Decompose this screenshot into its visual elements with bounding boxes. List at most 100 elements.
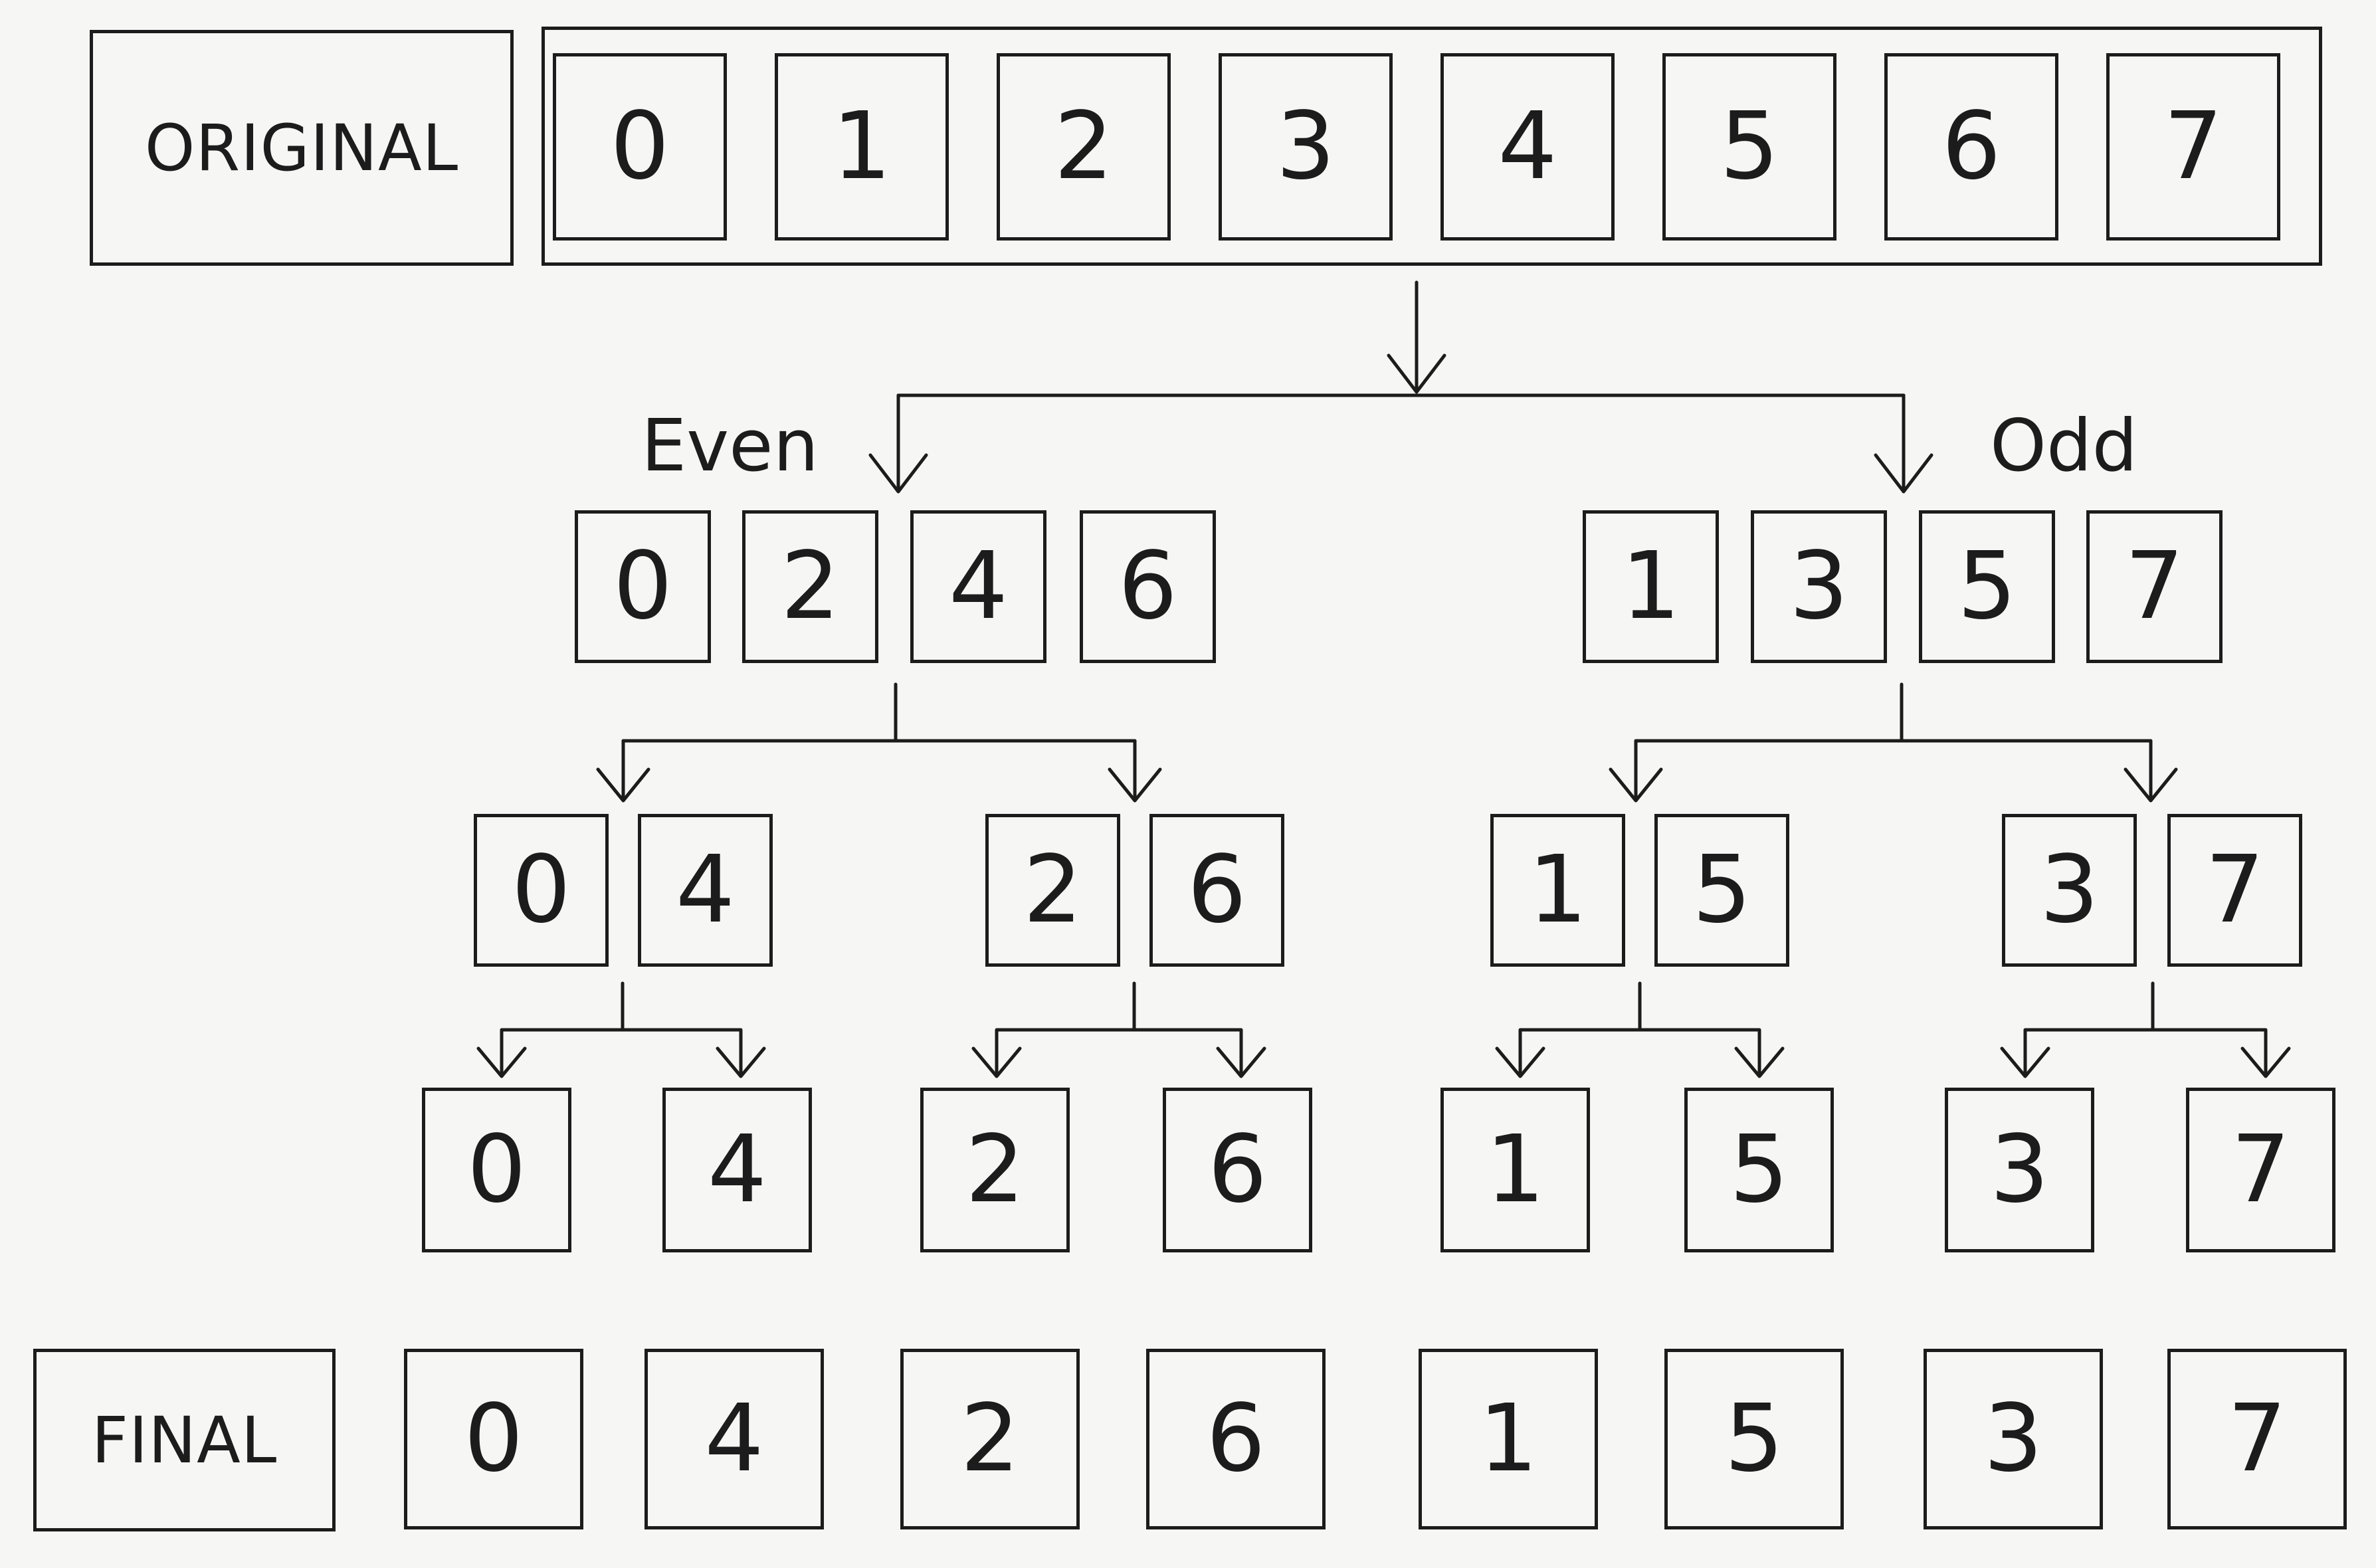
odd-cell: 5 xyxy=(1919,510,2055,663)
level3-cell-value: 3 xyxy=(1989,1116,2050,1224)
level2-cell-value: 7 xyxy=(2205,836,2265,944)
level2-cell: 5 xyxy=(1654,814,1789,967)
level3-cell: 5 xyxy=(1684,1088,1834,1252)
even-cell-value: 0 xyxy=(613,532,673,640)
odd-cell: 7 xyxy=(2086,510,2223,663)
level3-cell-value: 0 xyxy=(466,1116,527,1224)
final-cell: 5 xyxy=(1664,1349,1844,1529)
even-cell: 6 xyxy=(1080,510,1216,663)
level3-cell: 0 xyxy=(422,1088,571,1252)
original-label: ORIGINAL xyxy=(144,110,459,185)
even-cell: 2 xyxy=(742,510,878,663)
final-cell-value: 3 xyxy=(1983,1385,2043,1493)
odd-cell-value: 7 xyxy=(2124,532,2185,640)
level2-cell-value: 6 xyxy=(1187,836,1247,944)
level2-cell: 3 xyxy=(2002,814,2137,967)
final-cell: 3 xyxy=(1924,1349,2103,1529)
even-cell-value: 4 xyxy=(948,532,1009,640)
level2-cell-value: 0 xyxy=(511,836,571,944)
odd-cell-value: 3 xyxy=(1789,532,1849,640)
original-cell: 1 xyxy=(775,53,949,241)
final-label-box: FINAL xyxy=(33,1349,336,1531)
odd-cell-value: 5 xyxy=(1957,532,2017,640)
level2-cell: 0 xyxy=(474,814,609,967)
even-arrow xyxy=(868,393,928,494)
original-cell-value: 5 xyxy=(1720,92,1779,201)
even-label: Even xyxy=(641,405,819,488)
level3-cell-value: 5 xyxy=(1729,1116,1789,1224)
final-cell-value: 1 xyxy=(1478,1385,1538,1493)
level3-cell-value: 2 xyxy=(965,1116,1025,1224)
odd-arrow xyxy=(1874,393,1933,494)
final-cell: 6 xyxy=(1146,1349,1326,1529)
even-cell: 4 xyxy=(910,510,1046,663)
level2-cell-value: 5 xyxy=(1692,836,1752,944)
level2-cell-value: 1 xyxy=(1528,836,1588,944)
level3-cell-value: 6 xyxy=(1207,1116,1268,1224)
even-cell-value: 2 xyxy=(780,532,841,640)
pair26-branch xyxy=(971,1028,1266,1078)
level3-cell-value: 4 xyxy=(707,1116,767,1224)
original-cell: 5 xyxy=(1662,53,1836,241)
original-cell: 6 xyxy=(1884,53,2058,241)
final-cell: 1 xyxy=(1419,1349,1598,1529)
level3-cell: 1 xyxy=(1440,1088,1590,1252)
pair15-branch xyxy=(1495,1028,1785,1078)
level2-cell-value: 2 xyxy=(1023,836,1083,944)
odd-label: Odd xyxy=(1990,405,2138,488)
pair37-branch xyxy=(2000,1028,2291,1078)
original-label-box: ORIGINAL xyxy=(90,30,514,266)
even-cell: 0 xyxy=(575,510,711,663)
original-cell-value: 7 xyxy=(2163,92,2223,201)
final-cell: 2 xyxy=(900,1349,1080,1529)
level3-cell: 7 xyxy=(2186,1088,2335,1252)
final-cell-value: 2 xyxy=(960,1385,1020,1493)
even-cell-value: 6 xyxy=(1118,532,1178,640)
original-cell-value: 4 xyxy=(1498,92,1557,201)
pair04-branch xyxy=(476,1028,766,1078)
original-cell-value: 6 xyxy=(1941,92,2001,201)
odd-left-arrow xyxy=(1609,739,1663,803)
original-cell: 2 xyxy=(997,53,1171,241)
final-label: FINAL xyxy=(91,1403,278,1478)
level3-cell: 4 xyxy=(662,1088,812,1252)
original-cell-value: 3 xyxy=(1276,92,1336,201)
odd-cell: 3 xyxy=(1751,510,1887,663)
final-cell: 4 xyxy=(644,1349,824,1529)
final-cell: 7 xyxy=(2167,1349,2347,1529)
final-cell: 0 xyxy=(404,1349,583,1529)
final-cell-value: 0 xyxy=(464,1385,524,1493)
level2-cell: 2 xyxy=(985,814,1120,967)
odd-cell: 1 xyxy=(1583,510,1719,663)
original-cell-value: 2 xyxy=(1054,92,1114,201)
odd-right-arrow xyxy=(2124,739,2178,803)
level2-cell: 4 xyxy=(638,814,773,967)
original-cell: 3 xyxy=(1219,53,1393,241)
original-array-frame xyxy=(542,27,2322,266)
original-cell-value: 0 xyxy=(610,92,670,201)
final-cell-value: 6 xyxy=(1206,1385,1266,1493)
level3-cell: 3 xyxy=(1945,1088,2094,1252)
original-cell: 0 xyxy=(553,53,727,241)
level3-cell-value: 1 xyxy=(1485,1116,1545,1224)
level3-cell: 6 xyxy=(1163,1088,1312,1252)
final-cell-value: 4 xyxy=(704,1385,764,1493)
level3-cell: 2 xyxy=(920,1088,1070,1252)
level2-cell: 7 xyxy=(2167,814,2302,967)
even-right-arrow xyxy=(1108,739,1162,803)
original-down-arrow xyxy=(1387,280,1446,394)
odd-cell-value: 1 xyxy=(1621,532,1681,640)
level2-cell: 1 xyxy=(1490,814,1625,967)
even-left-arrow xyxy=(596,739,650,803)
final-cell-value: 7 xyxy=(2227,1385,2287,1493)
original-cell: 4 xyxy=(1440,53,1615,241)
level2-cell: 6 xyxy=(1149,814,1284,967)
final-cell-value: 5 xyxy=(1724,1385,1784,1493)
original-cell-value: 1 xyxy=(832,92,892,201)
original-cell: 7 xyxy=(2106,53,2280,241)
level2-cell-value: 4 xyxy=(675,836,736,944)
level2-cell-value: 3 xyxy=(2039,836,2100,944)
level3-cell-value: 7 xyxy=(2230,1116,2291,1224)
